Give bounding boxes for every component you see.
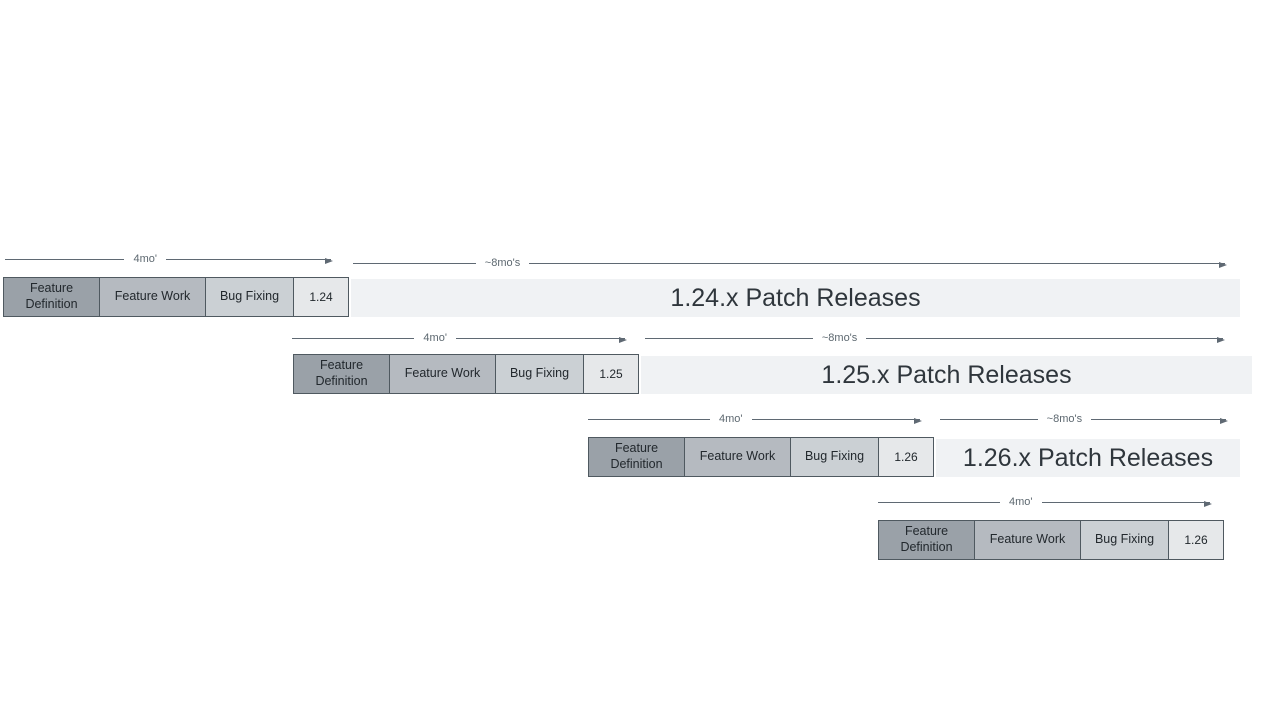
release-cycle-boxes: Feature Definition Feature Work Bug Fixi… bbox=[293, 354, 639, 394]
patch-releases-text: 1.24.x Patch Releases bbox=[670, 283, 921, 312]
arrow-line bbox=[940, 418, 1038, 420]
arrow-head bbox=[866, 336, 1225, 343]
patch-duration-arrow: ~8mo's bbox=[940, 411, 1228, 427]
phase-feature-work: Feature Work bbox=[99, 277, 206, 317]
cycle-duration-arrow: 4mo' bbox=[588, 411, 923, 427]
cycle-duration-label: 4mo' bbox=[133, 253, 157, 265]
patch-releases-bar: 1.26.x Patch Releases bbox=[936, 439, 1240, 477]
release-cycle-boxes: Feature Definition Feature Work Bug Fixi… bbox=[3, 277, 349, 317]
phase-bug-fixing: Bug Fixing bbox=[790, 437, 879, 477]
arrow-head bbox=[165, 257, 333, 264]
phase-feature-work: Feature Work bbox=[684, 437, 791, 477]
patch-duration-arrow: ~8mo's bbox=[645, 330, 1225, 346]
release-cycle-boxes: Feature Definition Feature Work Bug Fixi… bbox=[588, 437, 934, 477]
patch-releases-text: 1.26.x Patch Releases bbox=[962, 443, 1214, 472]
release-cycle-boxes: Feature Definition Feature Work Bug Fixi… bbox=[878, 520, 1224, 560]
phase-feature-definition: Feature Definition bbox=[3, 277, 100, 317]
arrow-head bbox=[751, 417, 923, 424]
patch-duration-label: ~8mo's bbox=[1046, 413, 1083, 425]
phase-bug-fixing: Bug Fixing bbox=[1080, 520, 1169, 560]
cycle-duration-label: 4mo' bbox=[1009, 496, 1033, 508]
version-box: 1.26 bbox=[878, 437, 934, 477]
cycle-duration-label: 4mo' bbox=[719, 413, 743, 425]
phase-feature-definition: Feature Definition bbox=[878, 520, 975, 560]
patch-duration-label: ~8mo's bbox=[821, 332, 858, 344]
arrow-head bbox=[1091, 417, 1228, 424]
arrow-line bbox=[292, 337, 415, 339]
patch-releases-bar: 1.25.x Patch Releases bbox=[641, 356, 1252, 394]
version-box: 1.24 bbox=[293, 277, 349, 317]
cycle-duration-label: 4mo' bbox=[423, 332, 447, 344]
phase-bug-fixing: Bug Fixing bbox=[495, 354, 584, 394]
arrow-head bbox=[455, 336, 628, 343]
cycle-duration-arrow: 4mo' bbox=[292, 330, 628, 346]
arrow-line bbox=[645, 337, 813, 339]
arrow-head bbox=[1041, 500, 1213, 507]
patch-duration-label: ~8mo's bbox=[484, 257, 521, 269]
arrow-line bbox=[5, 258, 125, 260]
patch-duration-arrow: ~8mo's bbox=[353, 255, 1227, 271]
version-box: 1.26 bbox=[1168, 520, 1224, 560]
arrow-line bbox=[353, 262, 476, 264]
arrow-head bbox=[529, 261, 1227, 268]
phase-feature-definition: Feature Definition bbox=[293, 354, 390, 394]
version-box: 1.25 bbox=[583, 354, 639, 394]
cycle-duration-arrow: 4mo' bbox=[5, 251, 333, 267]
patch-releases-bar: 1.24.x Patch Releases bbox=[351, 279, 1240, 317]
phase-bug-fixing: Bug Fixing bbox=[205, 277, 294, 317]
phase-feature-work: Feature Work bbox=[974, 520, 1081, 560]
arrow-line bbox=[878, 501, 1000, 503]
phase-feature-definition: Feature Definition bbox=[588, 437, 685, 477]
cycle-duration-arrow: 4mo' bbox=[878, 494, 1213, 510]
patch-releases-text: 1.25.x Patch Releases bbox=[821, 360, 1072, 389]
phase-feature-work: Feature Work bbox=[389, 354, 496, 394]
arrow-line bbox=[588, 418, 710, 420]
